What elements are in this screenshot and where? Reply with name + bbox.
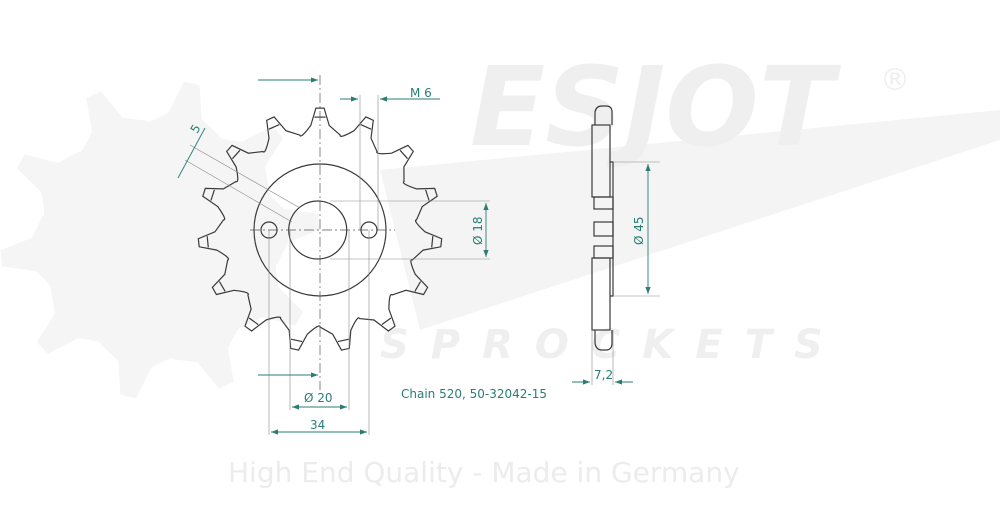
tooth-chamfer — [218, 281, 226, 292]
side-view: Ø 45 7,2 — [572, 105, 660, 385]
part-caption: Chain 520, 50-32042-15 — [401, 387, 547, 401]
dim-bore-outer: Ø 20 — [304, 391, 333, 405]
dim-bore-inner: Ø 18 — [471, 216, 485, 245]
dim-hub-diameter: Ø 45 — [632, 216, 646, 245]
tooth-chamfer — [425, 189, 430, 201]
tooth-chamfer — [268, 124, 280, 130]
watermark-logo: ESJOT ® SPROCKETS High End Quality - Mad… — [0, 43, 1000, 489]
tooth-chamfer — [414, 281, 422, 292]
tooth-chamfer — [231, 149, 241, 160]
dim-thread: M 6 — [410, 86, 432, 100]
tooth-chamfer — [360, 124, 372, 130]
tooth-chamfer — [248, 317, 259, 326]
watermark-registered: ® — [880, 63, 910, 98]
dim-thickness: 7,2 — [594, 368, 613, 382]
tooth-chamfer — [337, 338, 350, 343]
watermark-brand: ESJOT — [470, 43, 842, 171]
tooth-chamfer — [431, 236, 434, 248]
dim-bolt-spacing: 34 — [310, 418, 325, 432]
tooth-chamfer — [206, 236, 209, 248]
splined-bore — [288, 200, 348, 260]
tooth-chamfer — [290, 338, 303, 343]
sprocket-outline — [197, 107, 443, 351]
tooth-chamfer — [381, 317, 392, 326]
tooth-chamfer — [210, 189, 215, 201]
front-view: M 6 5 Ø 20 34 Ø 18 — [177, 75, 490, 435]
tooth-chamfer — [399, 149, 409, 160]
watermark-tagline: High End Quality - Made in Germany — [228, 456, 740, 489]
